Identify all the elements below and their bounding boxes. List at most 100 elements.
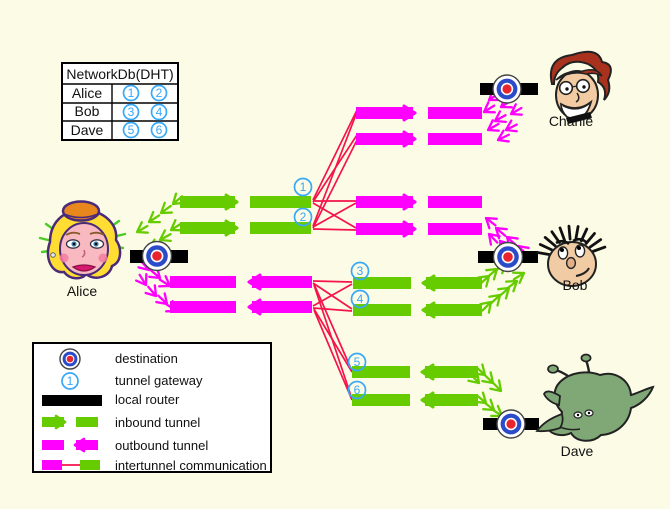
tunnel-segment: [356, 196, 413, 208]
tunnel-gateway-icon: 1: [293, 177, 313, 197]
arrow-left-icon: [399, 104, 417, 122]
tunnel-segment: [252, 301, 312, 313]
legend-item-label: destination: [115, 351, 178, 366]
gateway-number: 1: [128, 86, 135, 100]
tunnel-segment: [425, 394, 478, 406]
charlie-hair: [550, 50, 612, 101]
charlie-avatar: [550, 50, 612, 124]
gateway-number: 2: [300, 210, 307, 224]
charlie-local-router: [480, 74, 538, 104]
chevron-icon: [135, 221, 149, 234]
intertunnel-link: [313, 283, 353, 372]
table-row-name: Bob: [75, 103, 100, 119]
charlie-fringe: [555, 69, 603, 81]
charlie-teeth-line: [562, 103, 590, 110]
chevron-icon: [512, 271, 526, 285]
chevron-icon: [484, 216, 498, 230]
inbound-tunnel-bob-1: [353, 274, 482, 292]
arrow-left-icon: [221, 219, 239, 237]
intertunnel-link: [312, 228, 357, 231]
networkdb-table: NetworkDb(DHT) Alice Bob Dave 1 2 3 4 5 …: [61, 62, 179, 141]
arrow-left-icon: [51, 414, 67, 430]
tunnel-segment: [180, 196, 235, 208]
arrow-right-icon: [421, 301, 439, 319]
tunnel-gateway-icon: 6: [347, 380, 367, 400]
tunnel-segment: [356, 133, 413, 145]
inbound-tunnel-alice-2: [180, 219, 311, 237]
alice-earring: [50, 252, 56, 258]
arrow-right-icon: [247, 298, 265, 316]
arrow-left-icon: [221, 193, 239, 211]
tunnel-segment: [428, 223, 482, 235]
intertunnel-link: [313, 308, 353, 373]
outbound-tunnel-icon: [42, 437, 98, 453]
legend-item-label: tunnel gateway: [115, 373, 203, 388]
gateway-number: 6: [354, 383, 361, 397]
alice-brow: [89, 231, 105, 236]
gateway-number: 3: [128, 105, 135, 119]
alice-face: [59, 222, 109, 276]
gateway-number: 1: [300, 180, 307, 194]
legend-item-label: local router: [115, 392, 180, 407]
alice-cheek: [59, 253, 69, 263]
outbound-tunnel-alice-1: [170, 273, 312, 291]
legend-item-label: outbound tunnel: [115, 438, 208, 453]
outbound-tunnel-alice-2: [170, 298, 312, 316]
tunnel-segment: [252, 276, 312, 288]
tunnel-segment: [356, 223, 413, 235]
intertunnel-communication-icon: [42, 460, 100, 470]
dave-eyes: [573, 409, 594, 419]
table-gateway-icon: 3: [122, 103, 140, 121]
chevron-icon: [158, 229, 172, 243]
chevron-icon: [489, 379, 503, 393]
tunnel-gateway-icon: 2: [293, 207, 313, 227]
tunnel-segment: [428, 196, 482, 208]
arrow-left-icon: [399, 130, 417, 148]
bob-label: Bob: [563, 277, 588, 293]
legend-item-label: inbound tunnel: [115, 415, 200, 430]
arrow-right-icon: [420, 363, 438, 381]
inbound-tunnel-alice-1: [180, 193, 311, 211]
chevron-icon: [165, 299, 179, 313]
bob-hair-spike: [584, 232, 596, 245]
bob-local-router: [478, 241, 538, 273]
intertunnel-link: [312, 282, 353, 310]
charlie-collar: [566, 112, 592, 124]
bob-hair-spike: [538, 243, 554, 252]
charlie-glasses: [558, 78, 591, 96]
table-row-name: Alice: [72, 85, 103, 101]
table-gateway-icon: 6: [150, 121, 168, 139]
charlie-label: Charlie: [549, 113, 594, 129]
bob-hair-spike: [536, 251, 552, 257]
chevron-icon: [155, 292, 169, 306]
tunnel-segment: [76, 417, 98, 427]
gateway-number: 1: [67, 374, 74, 388]
alice-outbound-chevrons: [134, 258, 179, 313]
outbound-tunnel-bob-1: [356, 193, 482, 211]
tunnel-segment: [353, 304, 411, 316]
outbound-tunnel-charlie-1: [356, 104, 482, 122]
arrow-right-icon: [247, 273, 265, 291]
inbound-tunnel-bob-2: [353, 301, 482, 319]
table-gateway-icon: 2: [150, 84, 168, 102]
destination-icon: [141, 240, 173, 272]
alice-label: Alice: [67, 283, 98, 299]
gateway-number: 5: [128, 123, 135, 137]
alice-cheek: [98, 253, 108, 263]
charlie-nose: [575, 92, 580, 103]
bob-eyes: [557, 244, 586, 260]
table-gateway-icon: 1: [122, 84, 140, 102]
chevron-icon: [473, 363, 487, 377]
intertunnel-link: [313, 309, 353, 401]
gateway-number: 5: [354, 355, 361, 369]
bob-brow: [555, 239, 570, 246]
bob-avatar: [536, 224, 607, 287]
networkdb-table-border: [61, 62, 179, 141]
alice-eyes: [65, 239, 105, 249]
tunnel-segment: [180, 222, 235, 234]
arrow-right-icon: [420, 391, 438, 409]
chevron-icon: [159, 201, 173, 215]
legend: 1 destination tunnel gateway local route…: [32, 342, 272, 473]
bob-hair-spike: [558, 226, 566, 242]
